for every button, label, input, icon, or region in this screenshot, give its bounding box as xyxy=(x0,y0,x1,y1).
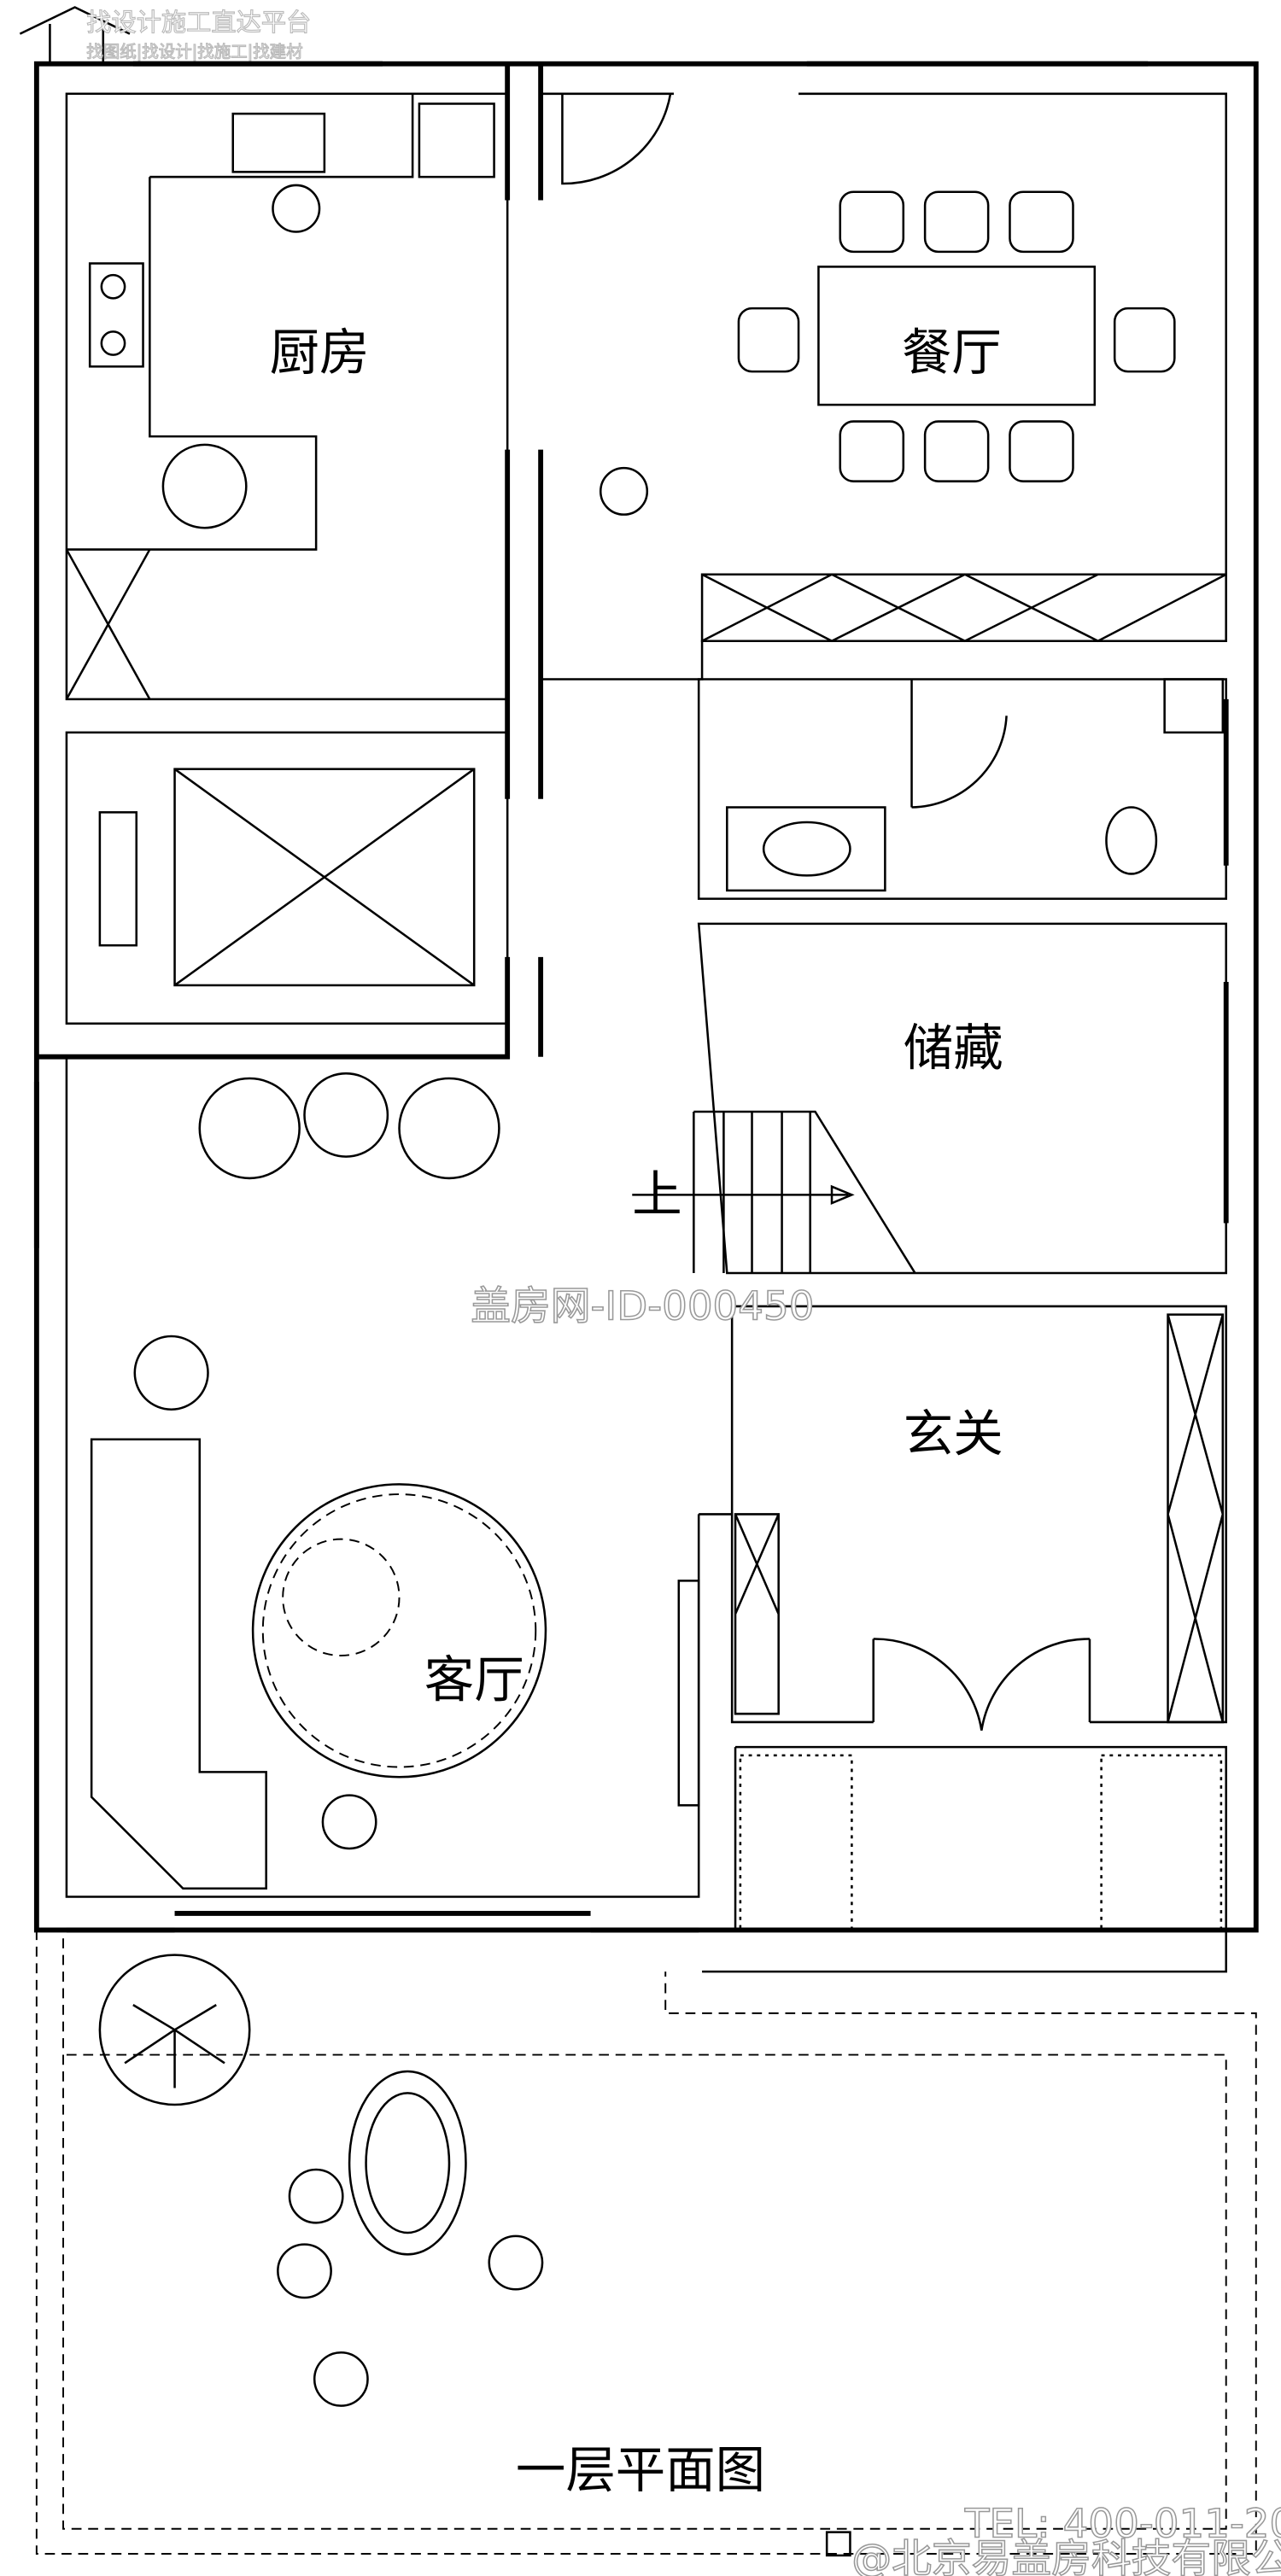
watermark: 盖房网-ID-000450 xyxy=(471,1284,814,1330)
stairs xyxy=(632,1110,916,1274)
pond-icon xyxy=(348,2070,467,2256)
elevator-shaft xyxy=(98,768,476,987)
arrow-up-icon xyxy=(830,1184,855,1206)
logo-title: 找设计施工直达平台 xyxy=(86,8,311,37)
yard-plants xyxy=(98,1954,544,2407)
door-dining xyxy=(561,93,672,185)
kitchen-fixtures xyxy=(65,93,495,700)
room-label-living: 客厅 xyxy=(424,1651,524,1709)
foyer-fixtures xyxy=(734,1313,1225,1931)
plan-title: 一层平面图 xyxy=(516,2441,765,2499)
person-icon xyxy=(272,184,321,233)
footer-tel: TEL: 400-011-2014 xyxy=(964,2501,1281,2547)
room-label-kitchen: 厨房 xyxy=(270,324,370,382)
room-label-foyer: 玄关 xyxy=(904,1405,1003,1463)
bathroom-fixtures xyxy=(726,678,1225,892)
walls xyxy=(33,61,1259,1973)
yard xyxy=(35,1930,1257,2557)
room-label-dining: 餐厅 xyxy=(902,324,1002,382)
logo-subtitle: 找图纸|找设计|找施工|找建材 xyxy=(86,42,302,61)
stair-up-label: 上 xyxy=(632,1165,681,1224)
living-furniture xyxy=(90,1072,700,1890)
footer-company: @北京易盖房科技有限公司 xyxy=(851,2536,1281,2576)
room-label-storage: 储藏 xyxy=(904,1019,1003,1077)
dining-table-set xyxy=(599,190,1227,643)
tree-icon xyxy=(98,1954,251,2106)
logo: 找设计施工直达平台 找图纸|找设计|找施工|找建材 xyxy=(19,6,312,66)
